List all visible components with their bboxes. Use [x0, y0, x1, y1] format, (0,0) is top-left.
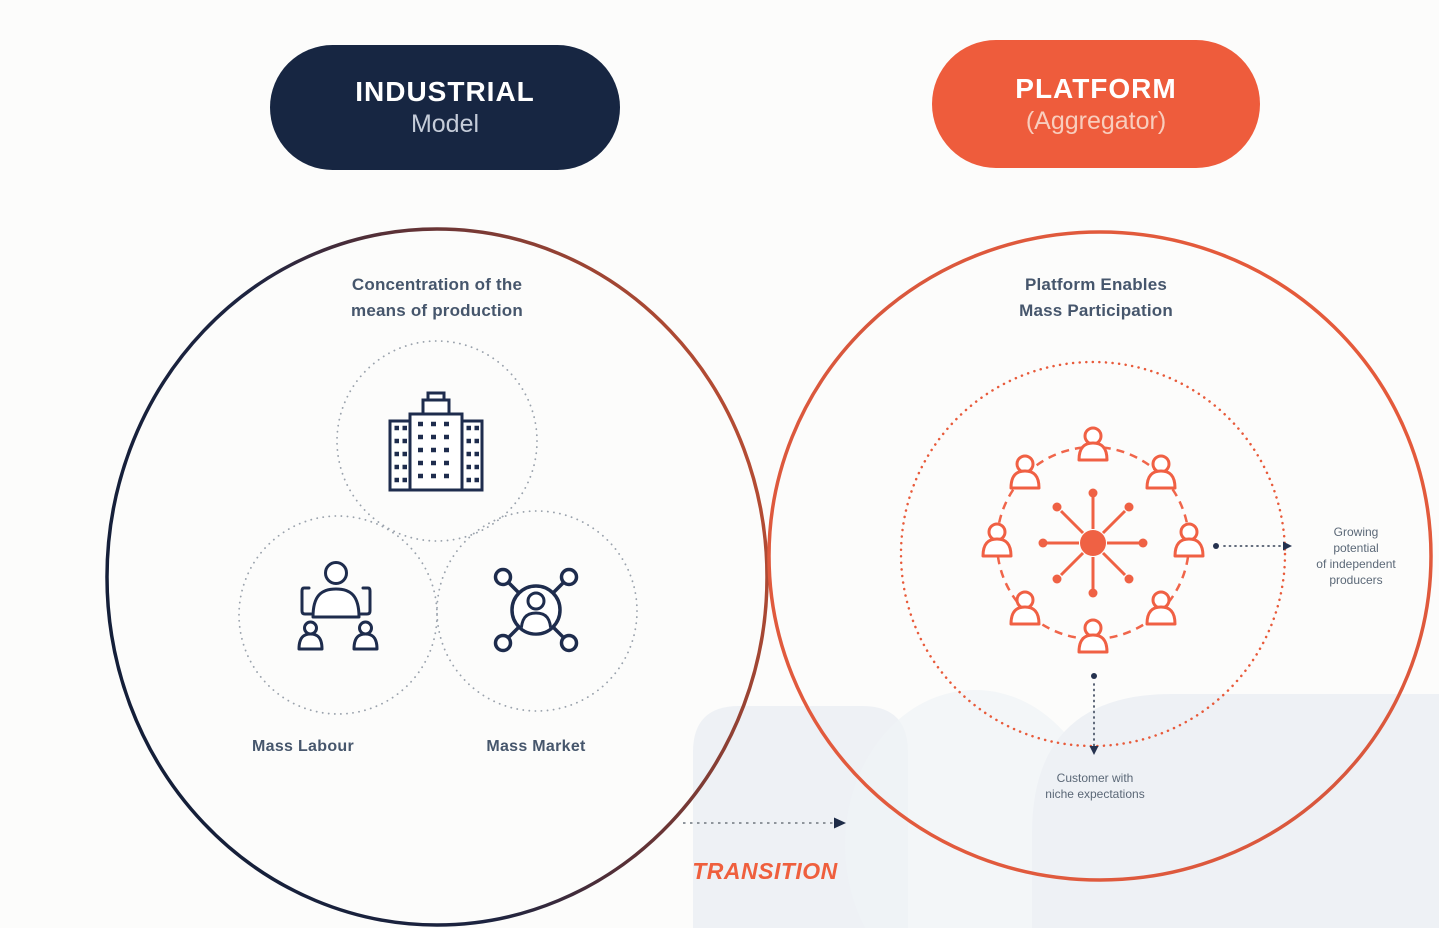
production-dotted-circle [336, 340, 538, 542]
platform-badge-title: PLATFORM [1015, 72, 1177, 104]
platform-hub-icon [1038, 488, 1148, 598]
person-icon [1145, 590, 1177, 626]
platform-badge-subtitle: (Aggregator) [1025, 106, 1167, 135]
platform-heading-line2: Mass Participation [1019, 301, 1173, 320]
industrial-dotted-circles [238, 340, 638, 715]
industrial-circle [105, 227, 769, 927]
producers-annotation: Growing potential of independent produce… [1315, 524, 1398, 588]
platform-circle [767, 230, 1433, 882]
person-icon [1009, 454, 1041, 490]
producers-annotation-line3: producers [1329, 573, 1383, 587]
industrial-heading: Concentration of the means of production [351, 272, 523, 324]
person-icon [1077, 426, 1109, 462]
mass-market-icon [493, 567, 579, 653]
customer-annotation: Customer with niche expectations [1045, 770, 1144, 802]
mass-market-dotted-circle [436, 510, 638, 712]
participant-people-icons [981, 426, 1205, 654]
producers-arrow-icon [1213, 541, 1292, 551]
platform-heading-line1: Platform Enables [1024, 275, 1168, 294]
industrial-badge: INDUSTRIAL Model [270, 45, 620, 170]
industrial-heading-line1: Concentration of the [351, 275, 523, 294]
person-icon [1173, 522, 1205, 558]
person-icon [1077, 618, 1109, 654]
transition-label: TRANSITION [692, 858, 838, 884]
mass-labour-label: Mass Labour [252, 738, 354, 755]
factory-building-icon [388, 391, 484, 492]
person-icon [981, 522, 1013, 558]
platform-outer-dotted-circle [899, 360, 1287, 748]
mass-market-label: Mass Market [486, 738, 586, 755]
mass-labour-dotted-circle [238, 515, 438, 715]
customer-annotation-line2: niche expectations [1045, 787, 1145, 801]
platform-badge: PLATFORM (Aggregator) [932, 40, 1260, 168]
mass-labour-icon [297, 561, 379, 651]
customer-arrow-icon [1089, 673, 1099, 755]
industrial-badge-subtitle: Model [410, 110, 480, 138]
producers-annotation-line2: of independent [1316, 557, 1396, 571]
person-icon [1145, 454, 1177, 490]
producers-annotation-line1: Growing potential [1333, 525, 1379, 555]
background-blobs [693, 690, 1439, 928]
platform-heading: Platform Enables Mass Participation [1019, 272, 1173, 324]
person-icon [1009, 590, 1041, 626]
transition-arrow-icon [683, 817, 846, 829]
industrial-badge-title: INDUSTRIAL [355, 76, 535, 107]
industrial-heading-line2: means of production [351, 301, 523, 320]
customer-annotation-line1: Customer with [1056, 771, 1134, 785]
